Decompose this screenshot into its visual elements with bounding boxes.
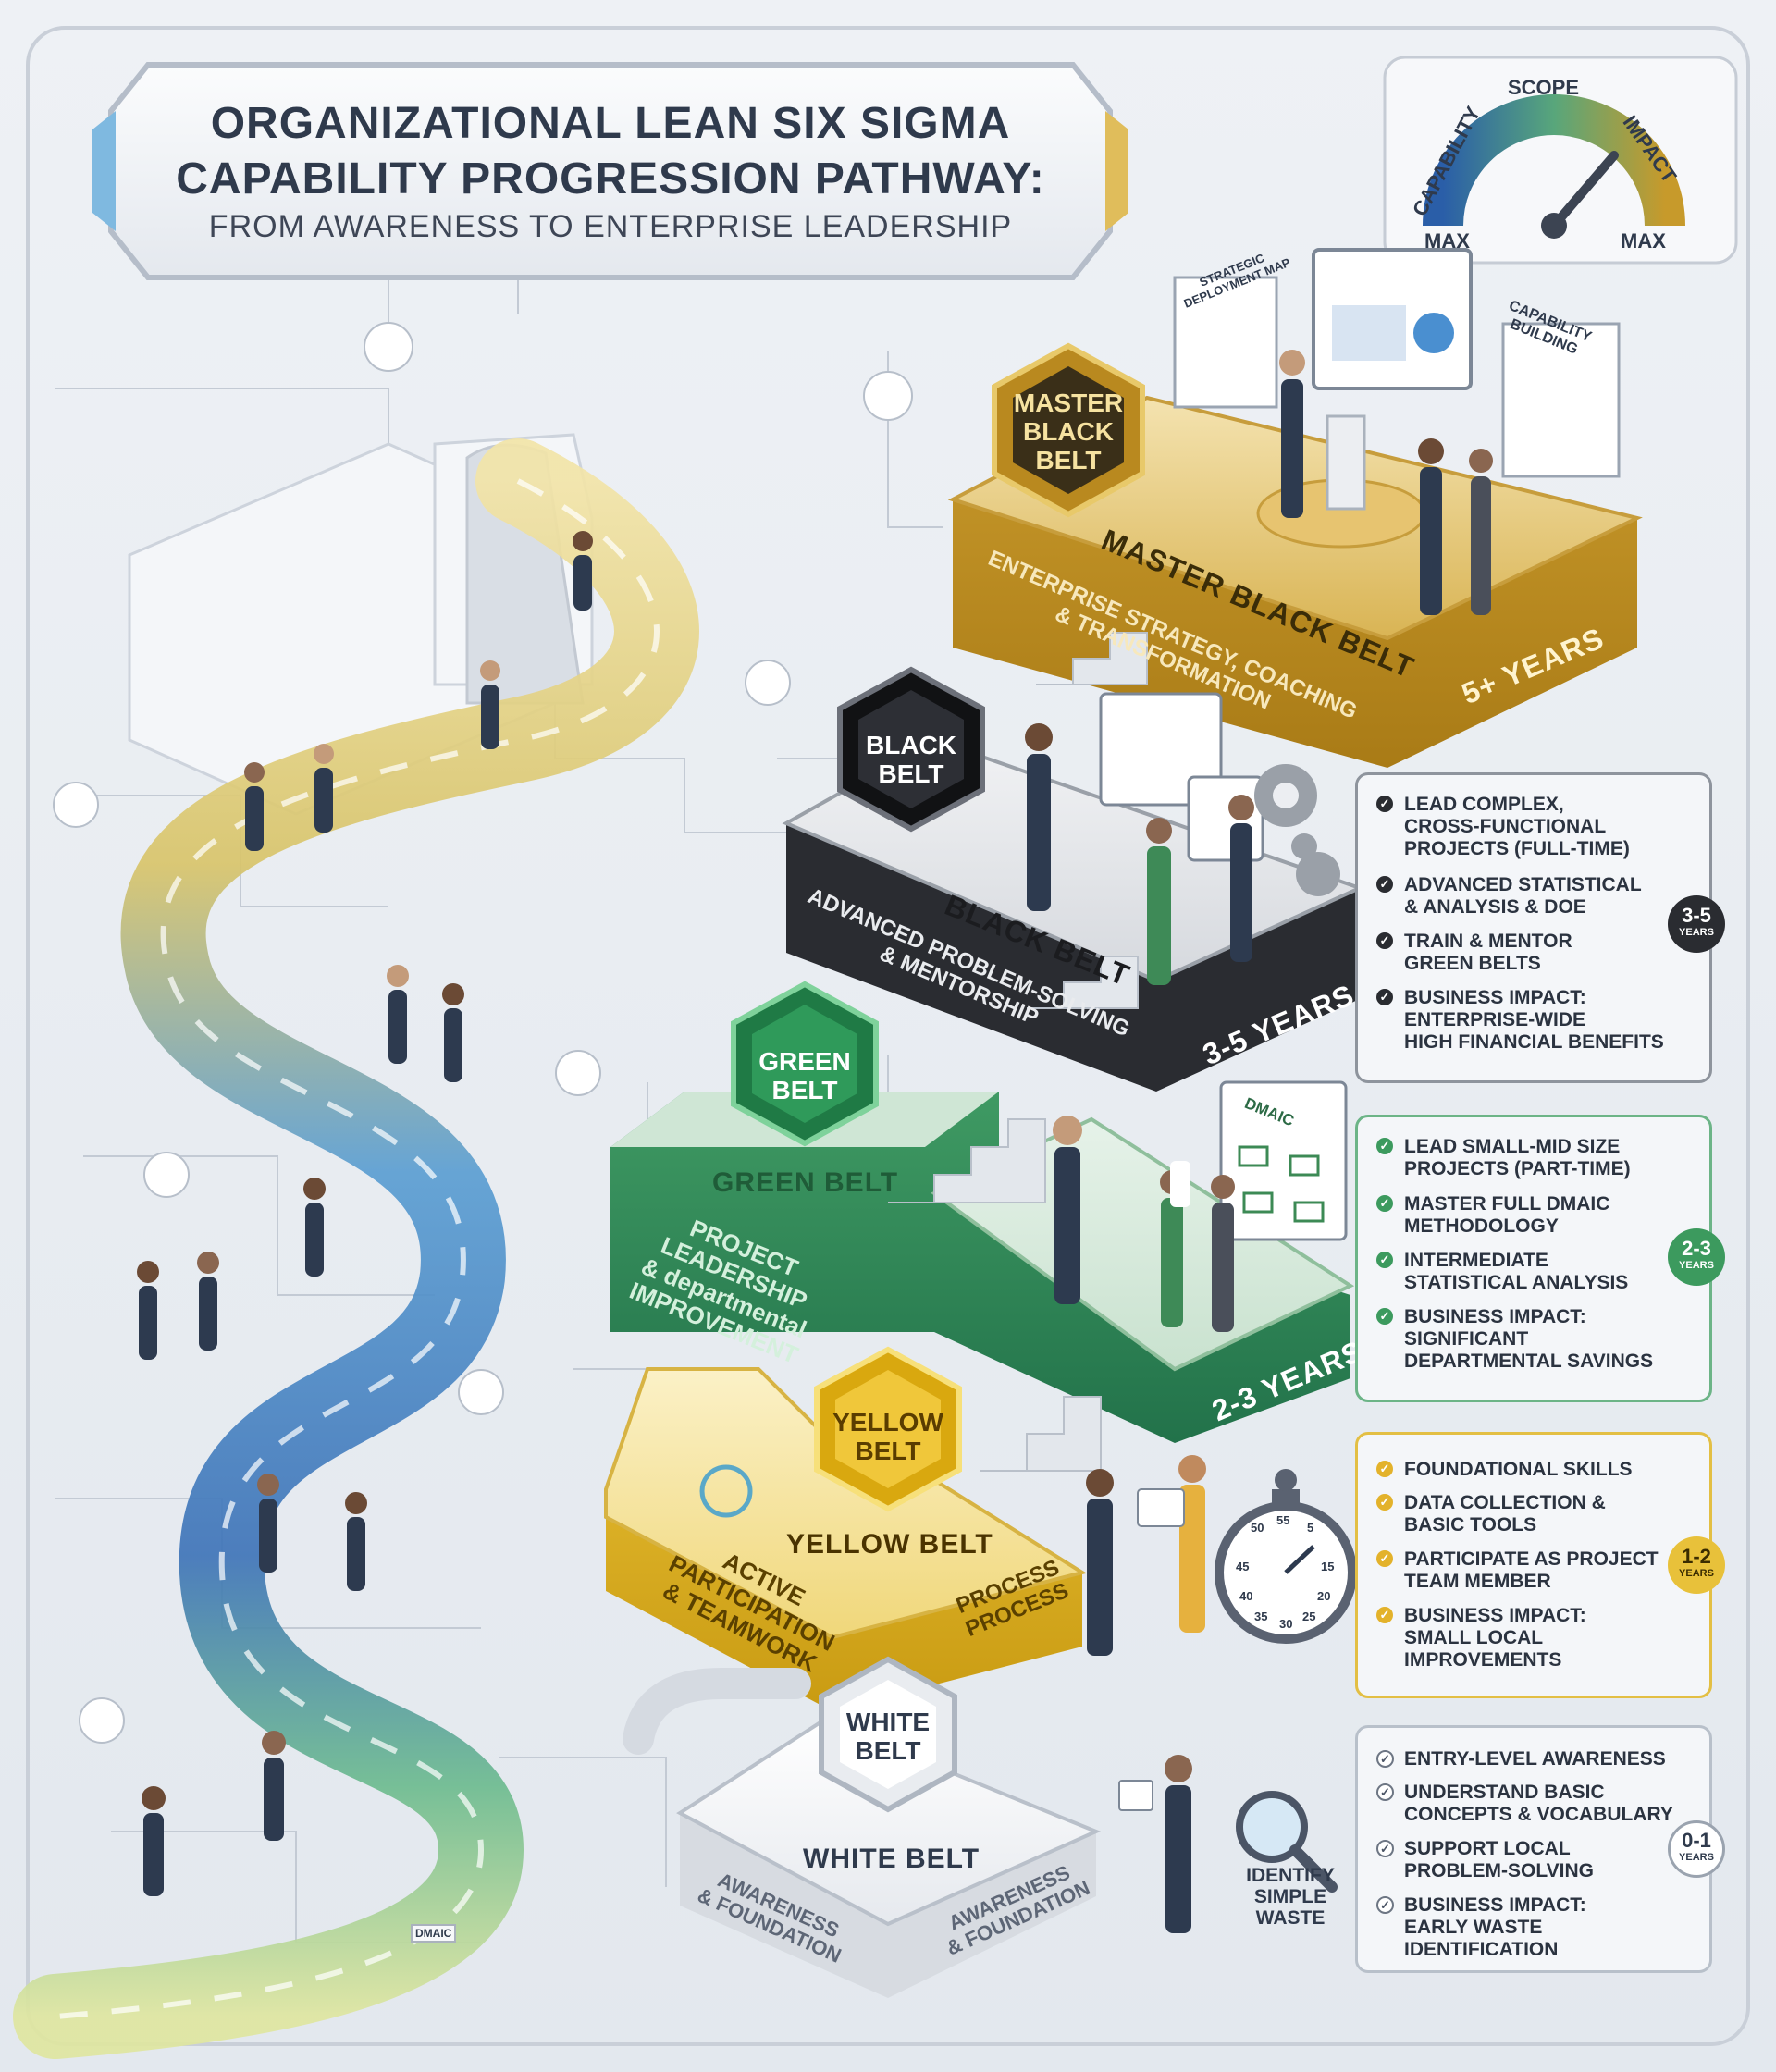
stopwatch-tick: 35 [1254,1610,1268,1623]
stopwatch-tick: 30 [1279,1617,1293,1631]
check-icon: ✓ [1376,989,1393,1005]
yellow-belt-badge [814,1346,962,1512]
check-icon: ✓ [1376,1252,1393,1268]
check-icon: ✓ [1376,932,1393,949]
yellow-bullet-1: ✓ FOUNDATIONAL SKILLS [1376,1459,1693,1481]
check-icon: ✓ [1376,1461,1393,1477]
stopwatch-tick: 5 [1307,1521,1314,1535]
check-icon: ✓ [1376,1138,1393,1154]
check-icon: ✓ [1376,1308,1393,1325]
yellow-platform-name: YELLOW BELT [786,1529,993,1560]
white-platform-name: WHITE BELT [803,1844,980,1874]
check-icon: ✓ [1376,876,1393,893]
check-icon: ✓ [1376,1783,1394,1801]
stopwatch-tick: 55 [1276,1513,1290,1527]
black-bullet-2: ✓ ADVANCED STATISTICAL& ANALYSIS & DOE [1376,874,1693,919]
title-line-1: ORGANIZATIONAL LEAN SIX SIGMA [210,99,1011,148]
check-icon: ✓ [1376,1750,1394,1768]
check-icon: ✓ [1376,1607,1393,1623]
stopwatch-tick: 20 [1317,1589,1331,1603]
title-line-2: CAPABILITY PROGRESSION PATHWAY: [176,154,1045,204]
gauge-scope-label: SCOPE [1508,76,1580,99]
title-subtitle: FROM AWARENESS TO ENTERPRISE LEADERSHIP [208,209,1013,244]
yellow-bullet-2: ✓ DATA COLLECTION &BASIC TOOLS [1376,1492,1693,1536]
black-belt-badge [837,666,985,832]
check-icon: ✓ [1376,1550,1393,1567]
white-bullet-1: ✓ ENTRY-LEVEL AWARENESS [1376,1748,1693,1770]
white-belt-badge [819,1656,957,1813]
check-icon: ✓ [1376,1840,1394,1857]
green-platform-name: GREEN BELT [712,1167,899,1198]
green-belt-badge [731,980,879,1147]
check-icon: ✓ [1376,1896,1394,1914]
white-bullet-4: ✓ BUSINESS IMPACT:EARLY WASTE IDENTIFICA… [1376,1894,1693,1961]
check-icon: ✓ [1376,1494,1393,1511]
master-black-belt-badge [992,342,1145,518]
stopwatch-tick: 25 [1302,1610,1316,1623]
stopwatch-tick: 50 [1251,1521,1264,1535]
stopwatch-tick: 15 [1321,1560,1335,1573]
check-icon: ✓ [1376,796,1393,812]
stopwatch-tick: 45 [1236,1560,1250,1573]
stopwatch-tick: 40 [1240,1589,1253,1603]
white-belt-panel: ✓ ENTRY-LEVEL AWARENESS ✓ UNDERSTAND BAS… [1355,1725,1725,1973]
gauge-min-label: MAX [1424,229,1470,253]
yellow-belt-panel: ✓ FOUNDATIONAL SKILLS ✓ DATA COLLECTION … [1355,1432,1725,1698]
dmaic-path-icon: DMAIC [411,1924,457,1942]
check-icon: ✓ [1376,1195,1393,1212]
gauge-max-label: MAX [1621,229,1666,253]
